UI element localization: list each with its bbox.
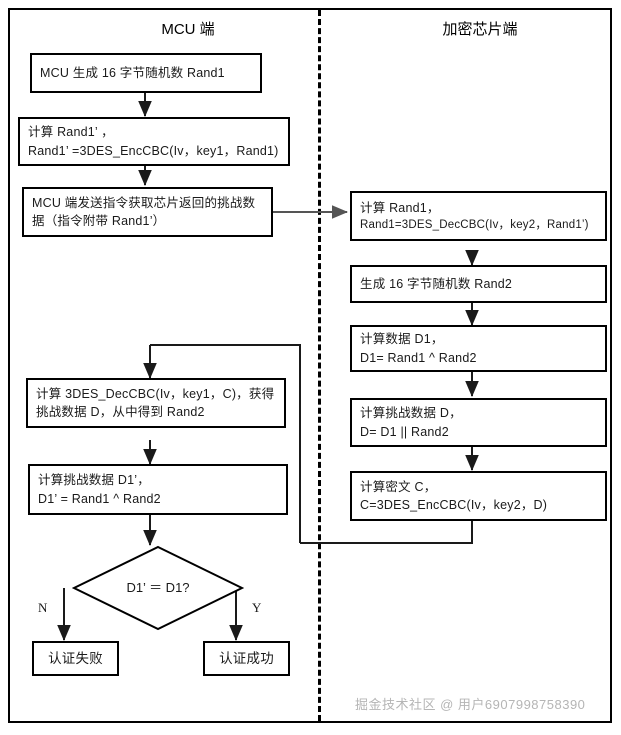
lane-title-mcu: MCU 端 (161, 21, 215, 38)
node-text-line2: Rand1’ =3DES_EncCBC(Iv，key1，Rand1) (28, 143, 279, 158)
branch-label-no: N (38, 600, 48, 615)
lane-divider (318, 10, 321, 721)
node-text-line2: D1’ = Rand1 ^ Rand2 (38, 491, 161, 506)
node-auth-failure: 认证失败 (32, 641, 119, 676)
node-text-line1: 计算 3DES_DecCBC(Iv，key1，C)，获得 (36, 386, 275, 401)
lane-title-chip: 加密芯片端 (442, 21, 518, 38)
node-text-line1: 生成 16 字节随机数 Rand2 (360, 276, 513, 291)
node-text-line2: Rand1=3DES_DecCBC(Iv，key2，Rand1’) (360, 218, 589, 231)
node-text-line1: 计算挑战数据 D， (360, 406, 462, 421)
node-mcu-calc-d1-prime: 计算挑战数据 D1’， D1’ = Rand1 ^ Rand2 (28, 464, 288, 515)
node-text-line1: 认证成功 (219, 650, 274, 666)
node-chip-calc-ciphertext: 计算密文 C， C=3DES_EncCBC(Iv，key2，D) (350, 471, 607, 521)
node-text-line1: 计算密文 C， (360, 479, 437, 494)
node-text-line2: D1= Rand1 ^ Rand2 (360, 350, 477, 365)
decision-d1prime-equals-d1: D1’ ＝ D1? (72, 545, 244, 631)
node-text-line1: 计算 Rand1， (360, 200, 440, 215)
node-mcu-generate-rand1: MCU 生成 16 字节随机数 Rand1 (30, 53, 262, 93)
node-text-line1: MCU 端发送指令获取芯片返回的挑战数 (32, 195, 256, 210)
node-text-line2: 据（指令附带 Rand1’） (32, 214, 166, 228)
node-text-line1: MCU 生成 16 字节随机数 Rand1 (40, 65, 225, 80)
node-text-line2: D= D1 || Rand2 (360, 424, 449, 439)
node-auth-success: 认证成功 (203, 641, 290, 676)
node-mcu-send-command: MCU 端发送指令获取芯片返回的挑战数 据（指令附带 Rand1’） (22, 187, 273, 237)
node-text-line1: 认证失败 (48, 650, 103, 666)
node-chip-generate-rand2: 生成 16 字节随机数 Rand2 (350, 265, 607, 303)
node-text-line2: C=3DES_EncCBC(Iv，key2，D) (360, 498, 548, 512)
decision-label: D1’ ＝ D1? (126, 580, 190, 595)
node-chip-calc-d1: 计算数据 D1， D1= Rand1 ^ Rand2 (350, 325, 607, 372)
branch-label-yes: Y (252, 600, 262, 615)
node-text-line2: 挑战数据 D，从中得到 Rand2 (36, 405, 205, 419)
node-mcu-calc-rand1-prime: 计算 Rand1’ ， Rand1’ =3DES_EncCBC(Iv，key1，… (18, 117, 290, 166)
node-text-line1: 计算 Rand1’ ， (28, 125, 114, 140)
diagram-outer-frame (8, 8, 612, 723)
node-chip-calc-d: 计算挑战数据 D， D= D1 || Rand2 (350, 398, 607, 447)
node-text-line1: 计算数据 D1， (360, 332, 444, 347)
watermark-text: 掘金技术社区 @ 用户6907998758390 (355, 697, 586, 712)
node-text-line1: 计算挑战数据 D1’， (38, 473, 150, 488)
node-chip-decrypt-rand1: 计算 Rand1， Rand1=3DES_DecCBC(Iv，key2，Rand… (350, 191, 607, 241)
node-mcu-decrypt-c: 计算 3DES_DecCBC(Iv，key1，C)，获得 挑战数据 D，从中得到… (26, 378, 286, 428)
